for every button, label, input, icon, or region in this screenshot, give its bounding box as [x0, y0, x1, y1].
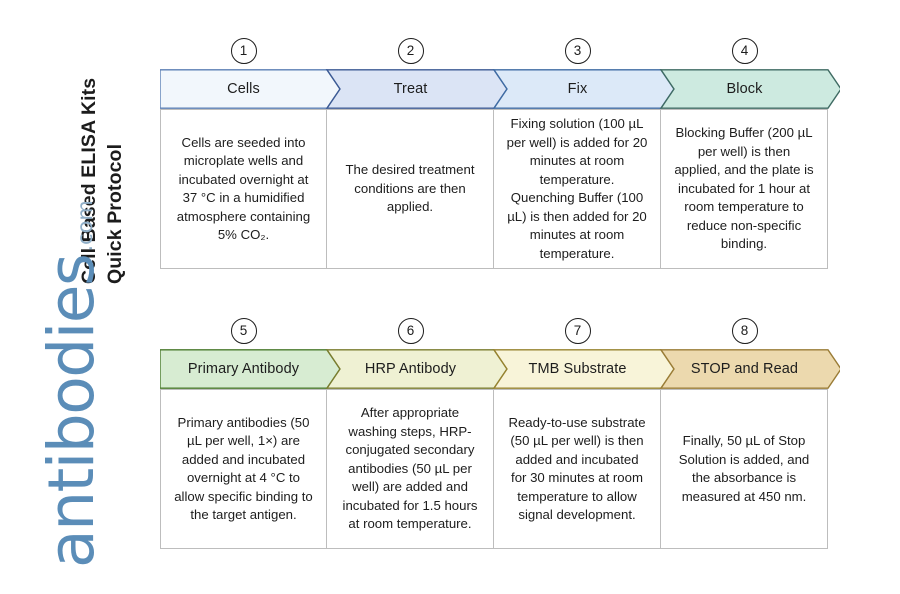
- step-description-text-4: Blocking Buffer (200 µL per well) is the…: [674, 125, 814, 252]
- step-description-box-3: Fixing solution (100 µL per well) is add…: [494, 109, 661, 269]
- step-description-text-3: Fixing solution (100 µL per well) is add…: [506, 116, 648, 261]
- step-descriptions-row-2: Primary antibodies (50 µL per well, 1×) …: [160, 389, 828, 549]
- step-description-box-2: The desired treatment conditions are the…: [327, 109, 494, 269]
- step-description-box-4: Blocking Buffer (200 µL per well) is the…: [661, 109, 828, 269]
- chevron-shape-step-8[interactable]: [659, 349, 840, 389]
- step-badge-8: 8: [731, 318, 758, 344]
- step-description-box-5: Primary antibodies (50 µL per well, 1×) …: [160, 389, 327, 549]
- step-descriptions-row-1: Cells are seeded into microplate wells a…: [160, 109, 828, 269]
- step-badge-3: 3: [564, 38, 591, 64]
- step-description-box-6: After appropriate washing steps, HRP-con…: [327, 389, 494, 549]
- chevron-shape-step-1[interactable]: [160, 69, 341, 109]
- step-description-text-5: Primary antibodies (50 µL per well, 1×) …: [174, 414, 313, 523]
- step-badges-row-2: 5 6 7 8: [160, 313, 828, 349]
- step-badges-row-1: 1 2 3 4: [160, 33, 828, 69]
- step-description-box-7: Ready-to-use substrate (50 µL per well) …: [494, 389, 661, 549]
- step-description-text-1: Cells are seeded into microplate wells a…: [176, 134, 311, 243]
- antibodies-logo: antibodies .com: [35, 200, 108, 568]
- chevron-shape-step-4[interactable]: [659, 69, 840, 109]
- step-description-text-2: The desired treatment conditions are the…: [345, 162, 475, 215]
- step-badge-7: 7: [564, 318, 591, 344]
- step-description-text-8: Finally, 50 µL of Stop Solution is added…: [678, 433, 810, 504]
- chevron-shape-step-6[interactable]: [325, 349, 508, 389]
- logo-wordmark: antibodies: [35, 254, 108, 568]
- chevron-banner-svg: [160, 349, 840, 389]
- step-badge-5: 5: [230, 318, 257, 344]
- logo-domain-suffix: .com: [73, 200, 97, 252]
- step-badge-2: 2: [397, 38, 424, 64]
- chevron-shape-step-3[interactable]: [492, 69, 675, 109]
- step-description-box-1: Cells are seeded into microplate wells a…: [160, 109, 327, 269]
- step-badge-6: 6: [397, 318, 424, 344]
- step-description-box-8: Finally, 50 µL of Stop Solution is added…: [661, 389, 828, 549]
- step-badge-4: 4: [731, 38, 758, 64]
- chevron-shape-step-2[interactable]: [325, 69, 508, 109]
- step-badge-1: 1: [230, 38, 257, 64]
- chevron-shape-step-7[interactable]: [492, 349, 675, 389]
- step-description-text-7: Ready-to-use substrate (50 µL per well) …: [508, 414, 646, 523]
- chevron-banner-svg: [160, 69, 840, 109]
- step-description-text-6: After appropriate washing steps, HRP-con…: [342, 405, 478, 532]
- chevron-shape-step-5[interactable]: [160, 349, 341, 389]
